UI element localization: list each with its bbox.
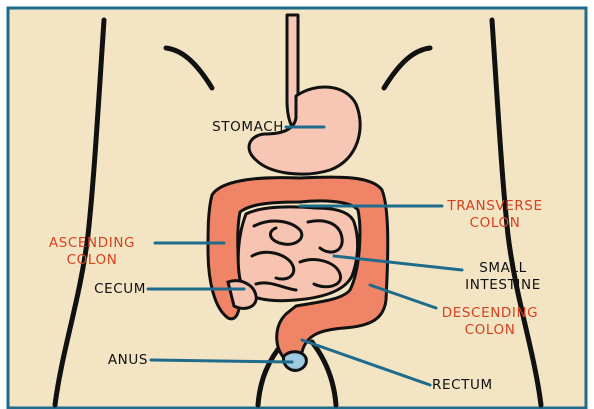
label-ascending-line2: COLON bbox=[32, 252, 152, 269]
label-ascending-line1: ASCENDING bbox=[32, 235, 152, 252]
label-rectum: RECTUM bbox=[432, 377, 532, 394]
label-small-intestine: SMALL INTESTINE bbox=[448, 260, 558, 294]
label-descending-line2: COLON bbox=[430, 322, 550, 339]
label-small-line2: INTESTINE bbox=[448, 277, 558, 294]
label-transverse-line1: TRANSVERSE bbox=[440, 198, 550, 215]
label-anus: ANUS bbox=[70, 352, 148, 369]
label-cecum: CECUM bbox=[60, 281, 146, 298]
label-transverse-colon: TRANSVERSE COLON bbox=[440, 198, 550, 232]
leader-anus bbox=[151, 360, 292, 362]
label-descending-colon: DESCENDING COLON bbox=[430, 305, 550, 339]
label-ascending-colon: ASCENDING COLON bbox=[32, 235, 152, 269]
label-stomach: STOMACH bbox=[176, 119, 284, 136]
label-small-line1: SMALL bbox=[448, 260, 558, 277]
label-descending-line1: DESCENDING bbox=[430, 305, 550, 322]
label-transverse-line2: COLON bbox=[440, 215, 550, 232]
